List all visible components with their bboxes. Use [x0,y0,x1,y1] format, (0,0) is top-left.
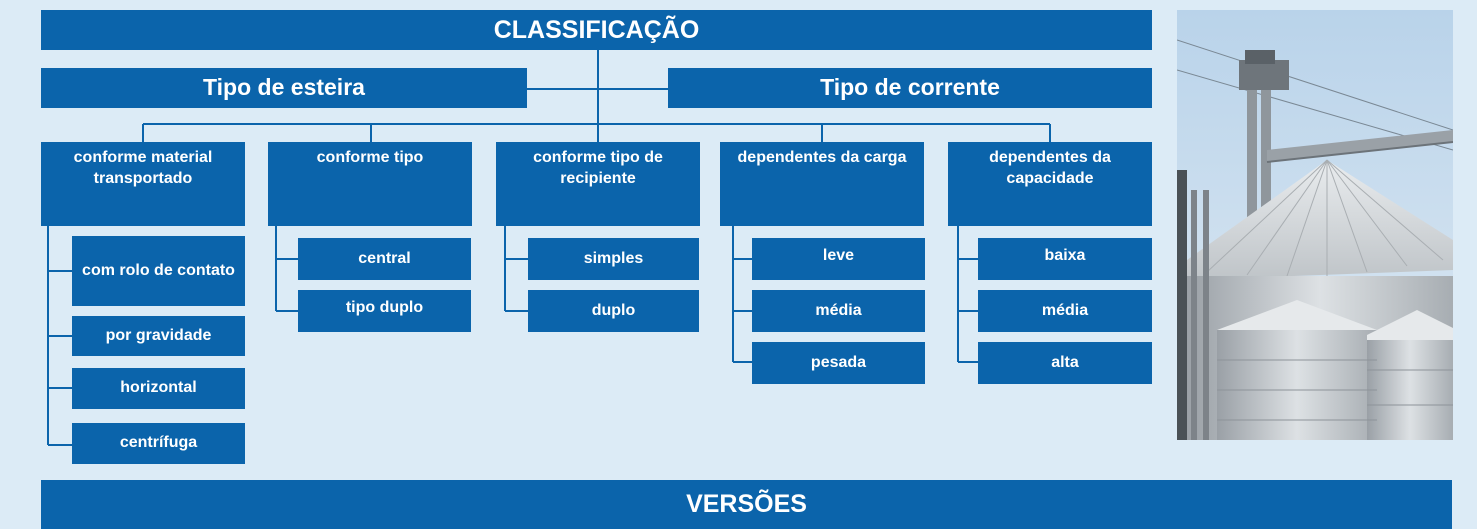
leaf-double: duplo [528,290,699,332]
leaf-medium-load: média [752,290,925,332]
leaf-central: central [298,238,471,280]
leaf-horizontal: horizontal [72,368,245,409]
category-load-box: dependentes da carga [720,142,924,226]
classification-header: CLASSIFICAÇÃO [41,10,1152,50]
belt-type-box: Tipo de esteira [41,68,527,108]
silo-photo [1177,10,1453,440]
chain-type-box: Tipo de corrente [668,68,1152,108]
leaf-heavy: pesada [752,342,925,384]
versions-header: VERSÕES [41,480,1452,529]
leaf-contact-roller: com rolo de contato [72,236,245,306]
leaf-simple: simples [528,238,699,280]
category-container-box: conforme tipo de recipiente [496,142,700,226]
category-material-box: conforme material transportado [41,142,245,226]
category-type-box: conforme tipo [268,142,472,226]
leaf-double-type: tipo duplo [298,290,471,332]
leaf-high: alta [978,342,1152,384]
leaf-gravity: por gravidade [72,316,245,356]
category-capacity-box: dependentes da capacidade [948,142,1152,226]
leaf-light: leve [752,238,925,280]
leaf-medium-capacity: média [978,290,1152,332]
leaf-centrifugal: centrífuga [72,423,245,464]
leaf-low: baixa [978,238,1152,280]
